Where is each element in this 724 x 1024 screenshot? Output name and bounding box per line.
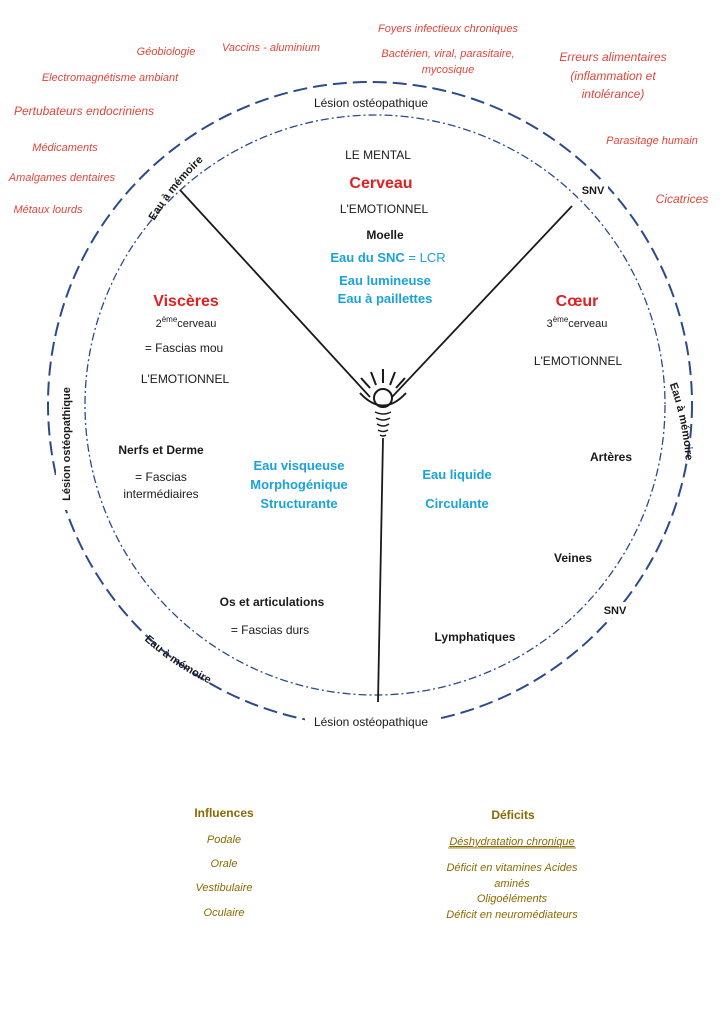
deficits-item-3: Oligoéléments	[477, 893, 548, 905]
text-3eme-cerveau: 3èmecerveau	[547, 315, 608, 330]
text-emotionnel-top: L'EMOTIONNEL	[340, 202, 429, 216]
text-eq-lcr: = LCR	[405, 250, 446, 265]
deficits-item-1: Déshydratation chronique	[449, 836, 574, 848]
label-vaccins: Vaccins - aluminium	[222, 42, 320, 54]
ring-lesion-left: Lésion ostéopathique	[61, 387, 73, 501]
deficits-title: Déficits	[491, 808, 535, 822]
label-erreurs-2: (inflammation et	[570, 69, 656, 83]
text-fascias-mou: = Fascias mou	[145, 341, 223, 355]
inner-ring	[84, 114, 666, 696]
sector-line-right	[391, 205, 573, 398]
influences-item: Orale	[211, 858, 238, 870]
text-fascias-int-1: = Fascias	[135, 470, 187, 484]
text-eau-liquide: Eau liquide	[422, 467, 491, 482]
text-coeur: Cœur	[556, 293, 599, 310]
sector-line-left	[179, 189, 371, 398]
influences-title: Influences	[194, 806, 254, 820]
text-arteres: Artères	[590, 450, 632, 464]
ring-snv-bottom: SNV	[604, 605, 627, 617]
deficits-item-4: Déficit en neuromédiateurs	[446, 909, 578, 921]
text-2eme-cerveau: 2èmecerveau	[156, 315, 217, 330]
text-veines: Veines	[554, 551, 592, 565]
text-fascias-int-2: intermédiaires	[123, 487, 198, 501]
text-nerfs-derme: Nerfs et Derme	[118, 443, 204, 457]
text-os-articulations: Os et articulations	[220, 595, 325, 609]
text-visceres: Viscères	[153, 293, 219, 310]
center-eye-icon	[359, 369, 407, 437]
text-eau-visqueuse: Eau visqueuse	[253, 458, 344, 473]
ring-lesion-bottom: Lésion ostéopathique	[314, 715, 428, 729]
label-foyers: Foyers infectieux chroniques	[378, 23, 519, 35]
ring-eau-memoire-bottom-left: Eau à mémoire	[142, 633, 213, 686]
ring-lesion-top: Lésion ostéopathique	[314, 96, 428, 110]
label-bacterien-2: mycosique	[422, 64, 475, 76]
text-eau-snc-line: Eau du SNC = LCR	[330, 250, 445, 265]
text-eau-paillettes: Eau à paillettes	[338, 291, 433, 306]
text-eau-snc: Eau du SNC	[330, 250, 405, 265]
label-cicatrices: Cicatrices	[656, 192, 709, 206]
text-circulante: Circulante	[425, 496, 489, 511]
text-cerveau: Cerveau	[349, 175, 412, 192]
influences-item: Oculaire	[204, 907, 245, 919]
text-emotionnel-right: L'EMOTIONNEL	[534, 354, 623, 368]
ring-eau-memoire-right: Eau à mémoire	[667, 381, 695, 461]
text-fascias-durs: = Fascias durs	[231, 623, 309, 637]
text-moelle: Moelle	[366, 228, 404, 242]
influences-item: Podale	[207, 834, 241, 846]
text-eau-lumineuse: Eau lumineuse	[339, 273, 431, 288]
label-metaux: Métaux lourds	[13, 204, 83, 216]
label-parasitage: Parasitage humain	[606, 135, 698, 147]
ring-snv-top: SNV	[582, 185, 605, 197]
influences-item: Vestibulaire	[195, 882, 252, 894]
label-electro: Electromagnétisme ambiant	[42, 72, 179, 84]
label-geobiologie: Géobiologie	[137, 46, 196, 58]
label-erreurs-3: intolérance)	[582, 87, 645, 101]
text-morphogenique: Morphogénique	[250, 477, 348, 492]
deficits-item-2a: Déficit en vitamines Acides	[446, 862, 578, 874]
sector-line-bottom	[377, 437, 384, 703]
label-amalgames: Amalgames dentaires	[8, 172, 116, 184]
deficits-item-2b: aminés	[494, 878, 530, 890]
label-erreurs-1: Erreurs alimentaires	[559, 50, 666, 64]
text-structurante: Structurante	[260, 496, 337, 511]
label-bacterien-1: Bactérien, viral, parasitaire,	[381, 48, 514, 60]
text-le-mental: LE MENTAL	[345, 148, 411, 162]
text-emotionnel-left: L'EMOTIONNEL	[141, 372, 230, 386]
label-medicaments: Médicaments	[32, 142, 98, 154]
text-lymphatiques: Lymphatiques	[435, 630, 516, 644]
label-pertubateurs: Pertubateurs endocriniens	[14, 104, 154, 118]
